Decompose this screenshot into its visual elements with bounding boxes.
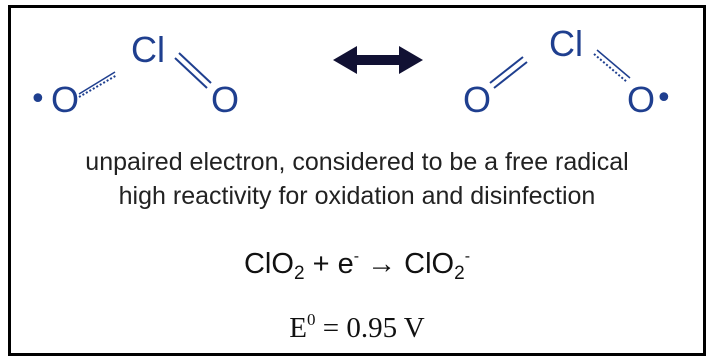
- potential-superscript: 0: [306, 310, 316, 329]
- right-double-bond-a: [493, 61, 528, 89]
- right-partial-bond-dotted: [593, 53, 628, 83]
- figure-frame: • O Cl O O Cl O • unpaired electron, con…: [8, 5, 706, 356]
- double-headed-arrow-icon: [333, 46, 423, 74]
- standard-potential: E0 = 0.95 V: [11, 310, 703, 345]
- potential-symbol: E: [289, 312, 307, 344]
- equation-arrow: →: [359, 248, 405, 280]
- right-structure: O Cl O •: [463, 23, 673, 120]
- equation-reactant: ClO: [243, 248, 294, 280]
- right-partial-bond-upper: [596, 49, 631, 79]
- left-structure: • O Cl O: [29, 29, 239, 120]
- right-oxygen-b: O: [627, 79, 655, 120]
- left-chlorine: Cl: [131, 29, 165, 70]
- equation-plus-electron: + e: [304, 248, 354, 280]
- equation-electron-charge: -: [353, 248, 360, 265]
- reduction-equation: ClO2 + e- → ClO2-: [11, 248, 703, 285]
- left-radical-dot: •: [29, 82, 47, 117]
- left-partial-bond-dotted: [78, 74, 118, 98]
- description-line-1: unpaired electron, considered to be a fr…: [85, 148, 629, 176]
- left-oxygen-a: O: [51, 79, 79, 120]
- potential-value: = 0.95 V: [315, 312, 425, 344]
- description-line-2: high reactivity for oxidation and disinf…: [118, 182, 596, 210]
- equation-product-subscript: 2: [454, 263, 465, 284]
- left-double-bond-b: [178, 52, 212, 84]
- resonance-arrow: [333, 46, 423, 74]
- right-oxygen-a: O: [463, 79, 491, 120]
- left-double-bond-a: [174, 57, 208, 89]
- resonance-structures: • O Cl O O Cl O •: [29, 23, 673, 120]
- equation-product-charge: -: [464, 248, 471, 265]
- right-chlorine: Cl: [549, 23, 583, 64]
- right-radical-dot: •: [655, 81, 673, 116]
- equation-product: ClO: [404, 248, 455, 280]
- left-oxygen-b: O: [211, 79, 239, 120]
- equation-reactant-subscript: 2: [293, 263, 305, 284]
- left-partial-bond-upper: [78, 71, 116, 95]
- right-double-bond-b: [489, 56, 524, 84]
